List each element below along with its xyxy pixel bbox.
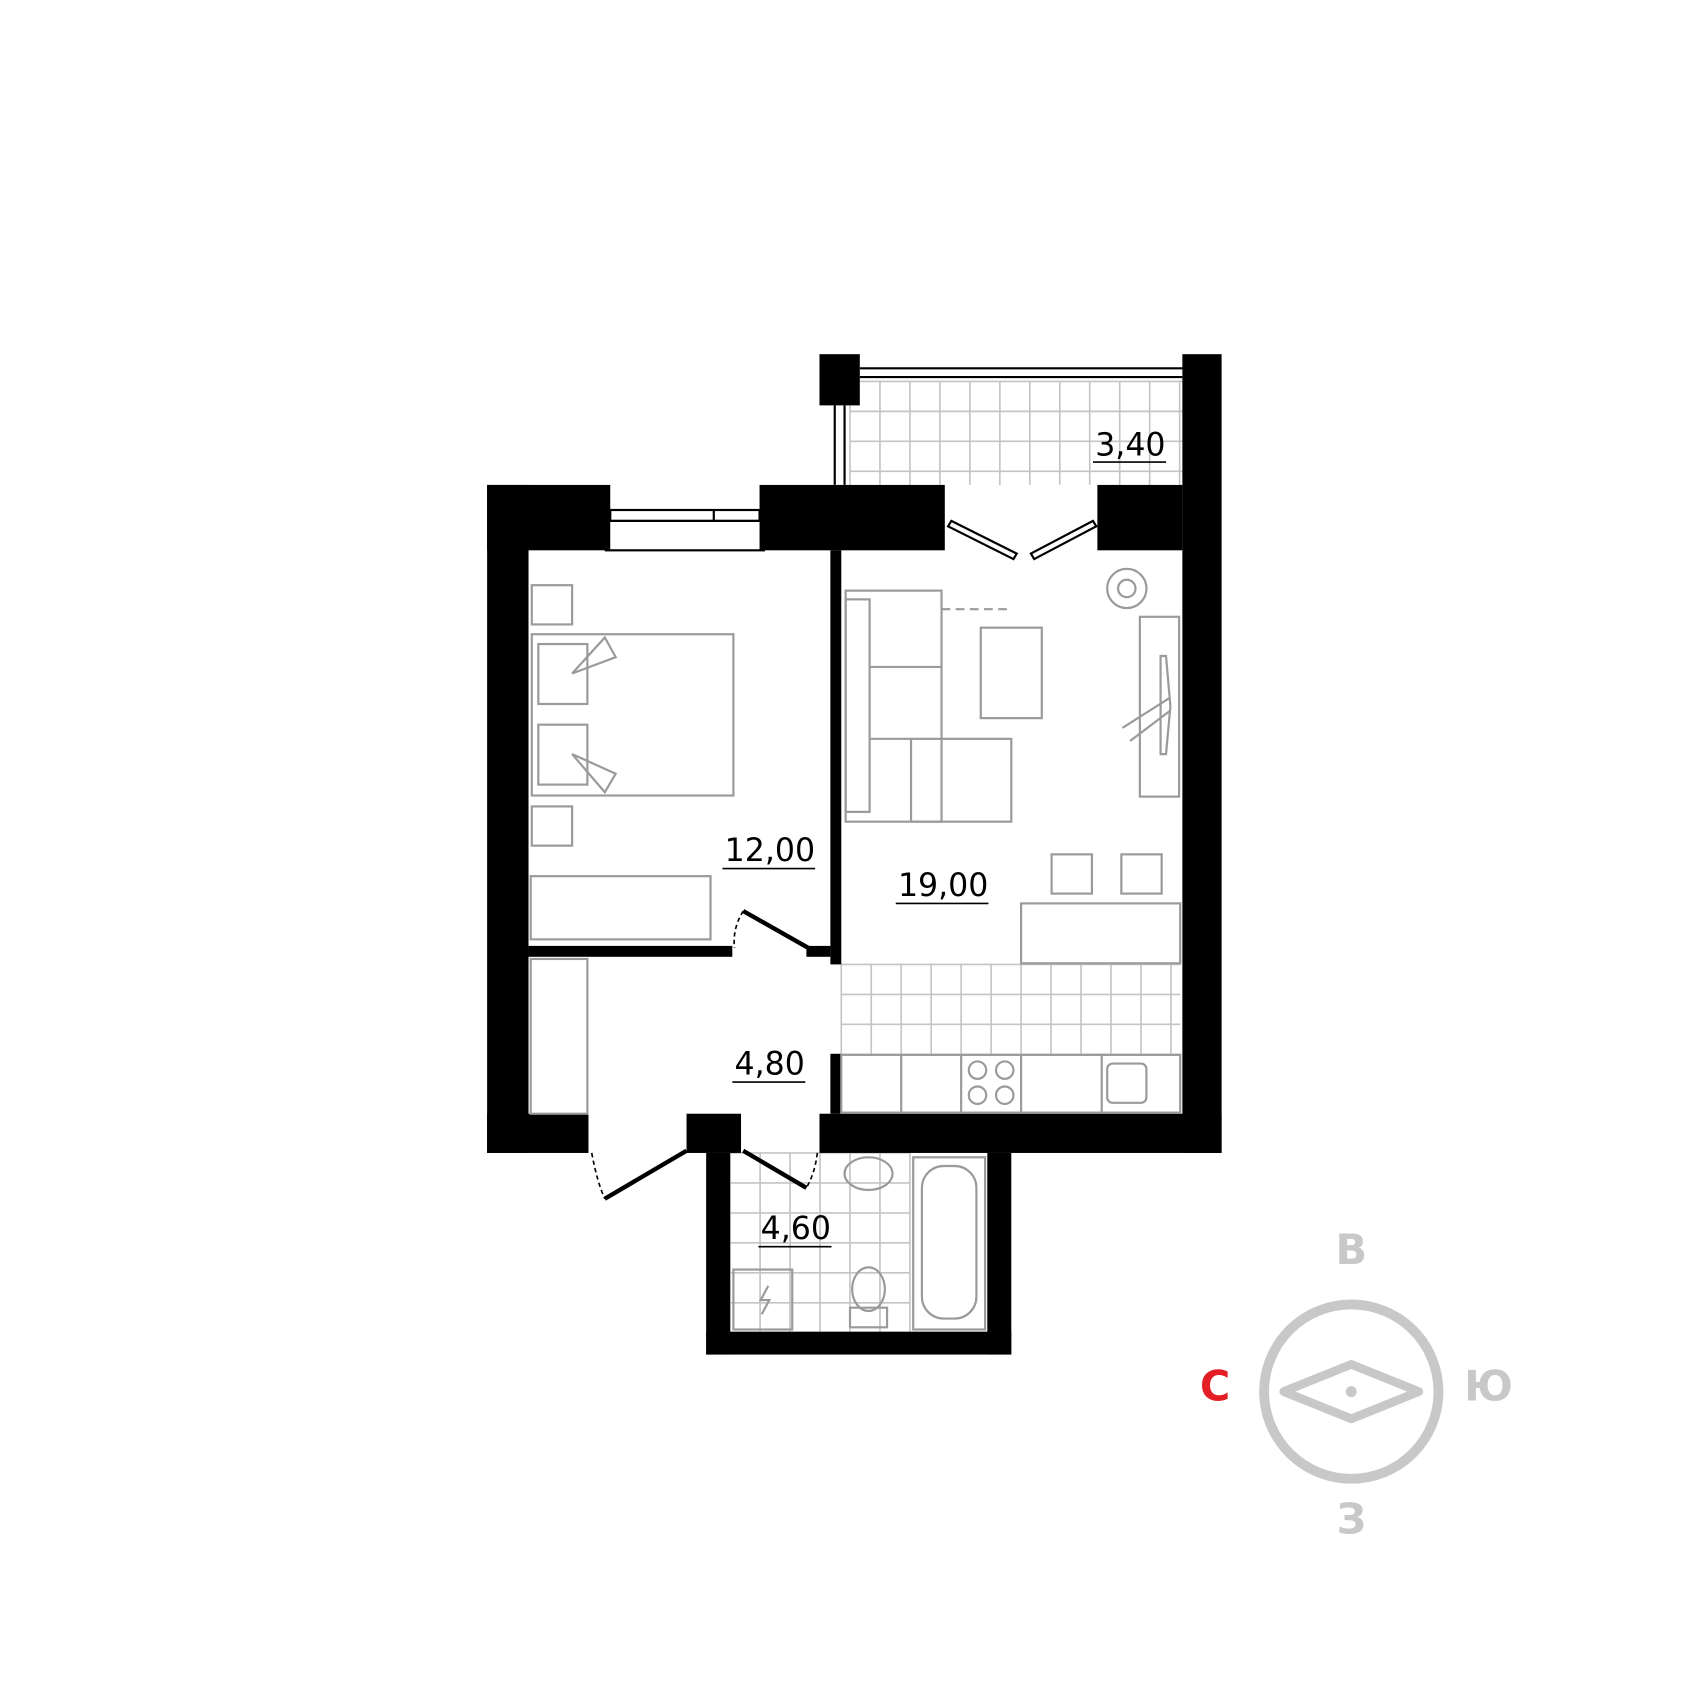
area-balcony: 3,40	[1095, 428, 1165, 464]
compass-west: З	[1337, 1495, 1366, 1543]
windows	[604, 367, 1183, 561]
area-bathroom: 4,60	[761, 1211, 831, 1247]
doors	[590, 909, 819, 1201]
compass-east: В	[1336, 1226, 1368, 1274]
compass-needle-icon	[1279, 1359, 1424, 1424]
compass-north: С	[1200, 1362, 1230, 1410]
area-bedroom: 12,00	[725, 833, 815, 869]
area-labels: 3,40 12,00 19,00 4,80 4,60	[722, 428, 1167, 1248]
area-hallway: 4,80	[734, 1046, 804, 1082]
compass-south: Ю	[1464, 1362, 1513, 1410]
area-living-kitchen: 19,00	[898, 868, 988, 904]
walls	[487, 354, 1222, 1355]
furniture	[529, 567, 1182, 1331]
compass: В З Ю С	[1200, 1226, 1513, 1543]
